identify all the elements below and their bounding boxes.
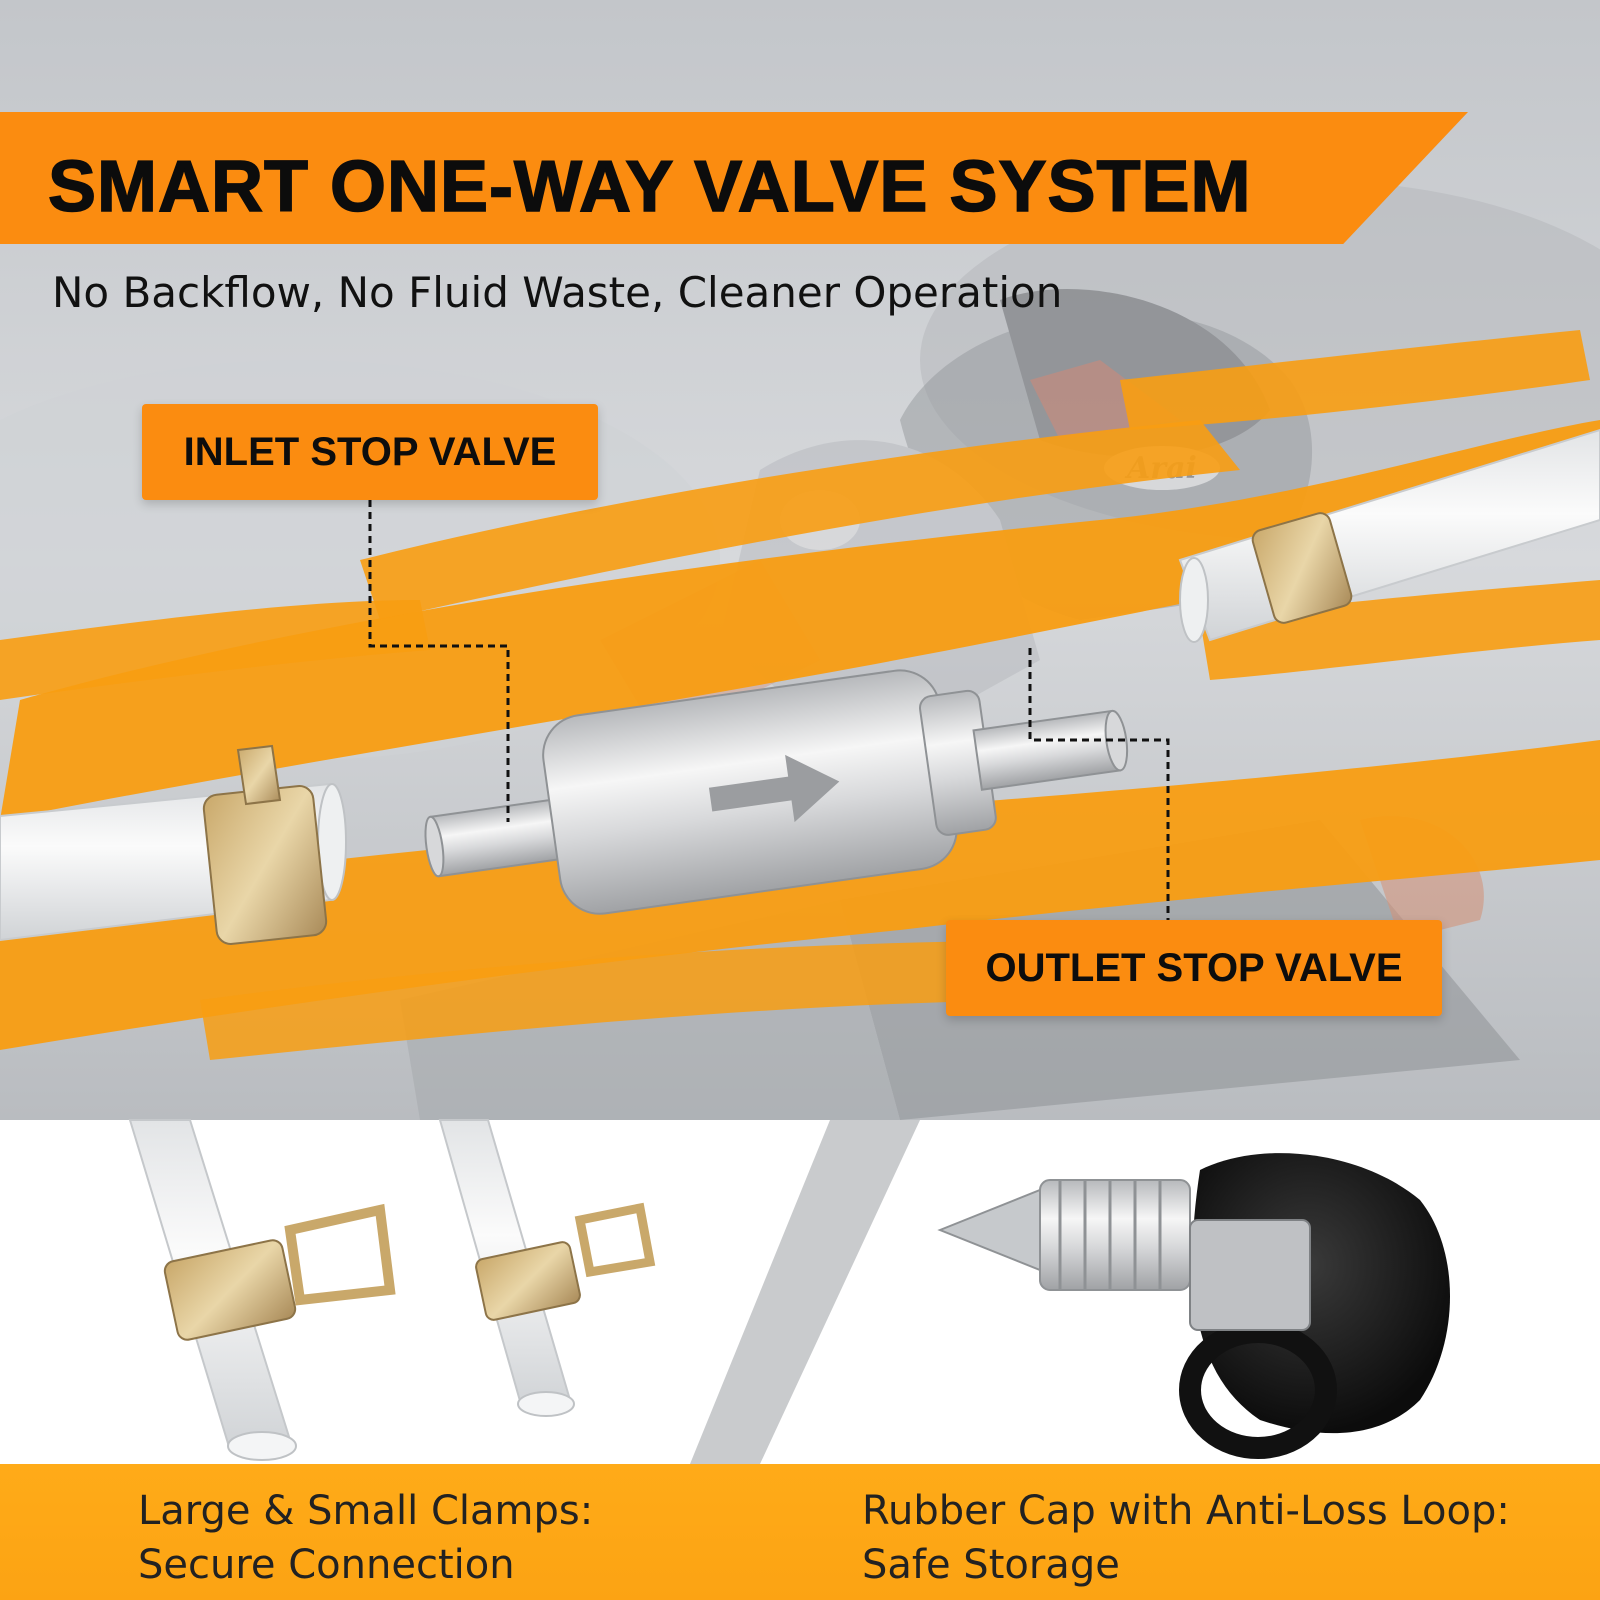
feature-caption-line: Large & Small Clamps: (138, 1488, 594, 1534)
feature-caption-cap: Rubber Cap with Anti-Loss Loop: Safe Sto… (862, 1484, 1510, 1592)
feature-caption-band (0, 1464, 1600, 1600)
feature-caption-line: Secure Connection (138, 1542, 515, 1588)
bleeder-screw-with-cap (937, 1153, 1450, 1459)
feature-caption-line: Safe Storage (862, 1542, 1120, 1588)
page-subtitle: No Backflow, No Fluid Waste, Cleaner Ope… (52, 268, 1063, 317)
right-hose (1178, 428, 1600, 643)
left-hose (0, 744, 347, 945)
callout-leader-lines (368, 500, 1170, 920)
page-title: SMART ONE-WAY VALVE SYSTEM (47, 146, 1252, 228)
inlet-valve-label: INLET STOP VALVE (142, 404, 598, 500)
outlet-valve-label: OUTLET STOP VALVE (946, 920, 1442, 1016)
feature-caption-clamps: Large & Small Clamps: Secure Connection (138, 1484, 593, 1592)
flow-arrow-icon (708, 754, 840, 823)
title-banner (0, 112, 1468, 244)
small-hoses (128, 1119, 656, 1461)
feature-caption-line: Rubber Cap with Anti-Loss Loop: (862, 1488, 1510, 1534)
paint-streaks (0, 330, 1600, 1060)
check-valve (424, 669, 1129, 915)
